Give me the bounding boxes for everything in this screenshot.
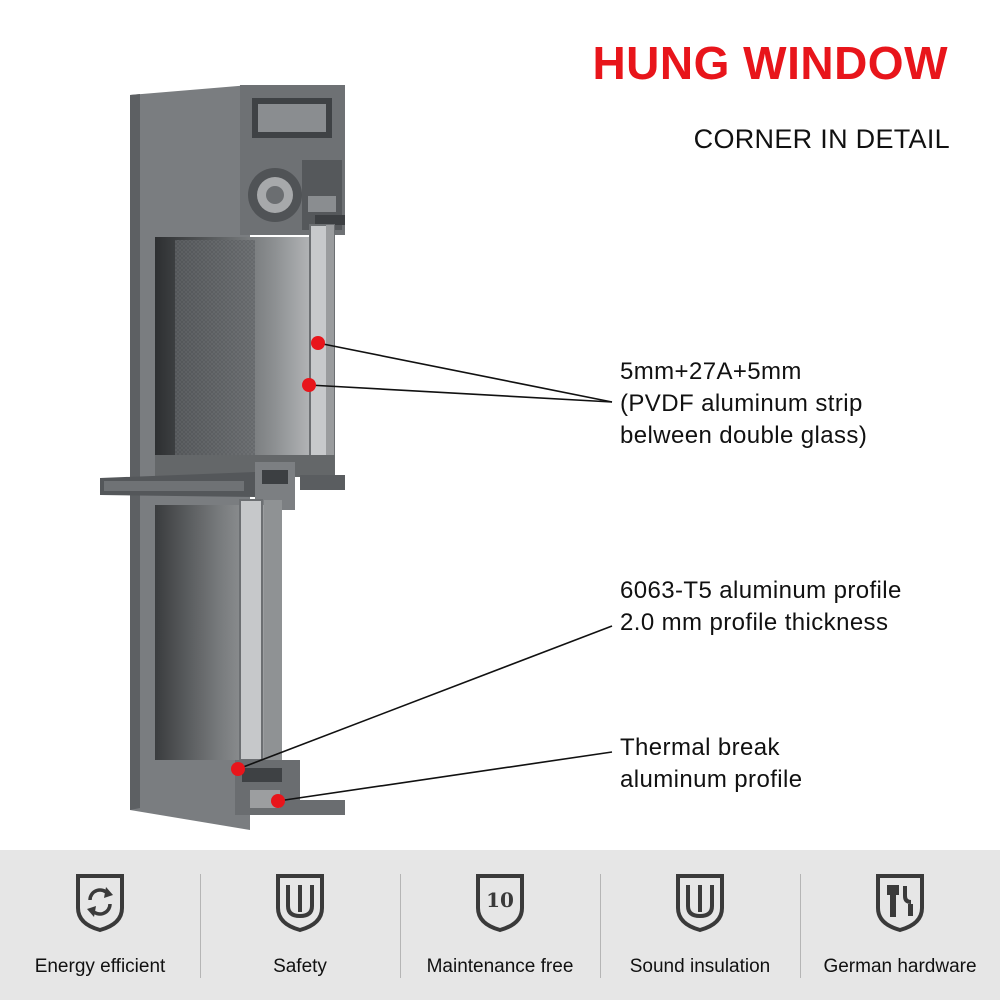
callout-line: 5mm+27A+5mm <box>620 358 802 385</box>
callout-line: aluminum profile <box>620 766 803 793</box>
top-profile <box>240 85 345 235</box>
feature-safety: Safety <box>200 850 400 1000</box>
shield-icon <box>676 874 724 933</box>
page-title: HUNG WINDOW <box>592 37 948 89</box>
window-corner-diagram <box>100 85 613 830</box>
feature-label: German hardware <box>823 956 977 977</box>
ten-badge-icon: 10 <box>476 874 524 933</box>
leader-lines <box>237 342 613 802</box>
callout-markers <box>231 336 325 808</box>
hardware-icon <box>876 874 924 933</box>
feature-maintenance-free: 10 Maintenance free <box>400 850 600 1000</box>
meeting-rail <box>100 455 345 510</box>
bottom-profile <box>235 760 345 815</box>
callout-profile-spec: 6063-T5 aluminum profile 2.0 mm profile … <box>620 575 902 639</box>
callout-line: (PVDF aluminum strip <box>620 390 863 417</box>
feature-bar: Energy efficient Safety 10 Maintenance f… <box>0 850 1000 1000</box>
callout-line: 6063-T5 aluminum profile <box>620 577 902 604</box>
feature-german-hardware: German hardware <box>800 850 1000 1000</box>
page-subtitle: CORNER IN DETAIL <box>693 124 950 154</box>
callout-thermal-break: Thermal break aluminum profile <box>620 732 802 796</box>
marker-thermal-break <box>271 794 285 808</box>
callout-glass-spec: 5mm+27A+5mm (PVDF aluminum strip belween… <box>620 356 867 452</box>
callout-line: Thermal break <box>620 734 780 761</box>
callout-line: belween double glass) <box>620 422 868 449</box>
marker-profile <box>231 762 245 776</box>
shield-icon <box>276 874 324 933</box>
upper-glass <box>155 224 335 481</box>
feature-label: Sound insulation <box>629 956 771 977</box>
feature-sound-insulation: Sound insulation <box>600 850 800 1000</box>
lower-glass <box>155 499 282 761</box>
feature-energy-efficient: Energy efficient <box>0 850 200 1000</box>
feature-label: Energy efficient <box>34 956 166 977</box>
recycle-icon <box>76 874 124 933</box>
marker-glass-inner <box>302 378 316 392</box>
callout-line: 2.0 mm profile thickness <box>620 609 889 636</box>
marker-glass-outer <box>311 336 325 350</box>
feature-label: Maintenance free <box>426 956 574 977</box>
feature-label: Safety <box>273 956 327 977</box>
svg-text:10: 10 <box>486 888 514 912</box>
